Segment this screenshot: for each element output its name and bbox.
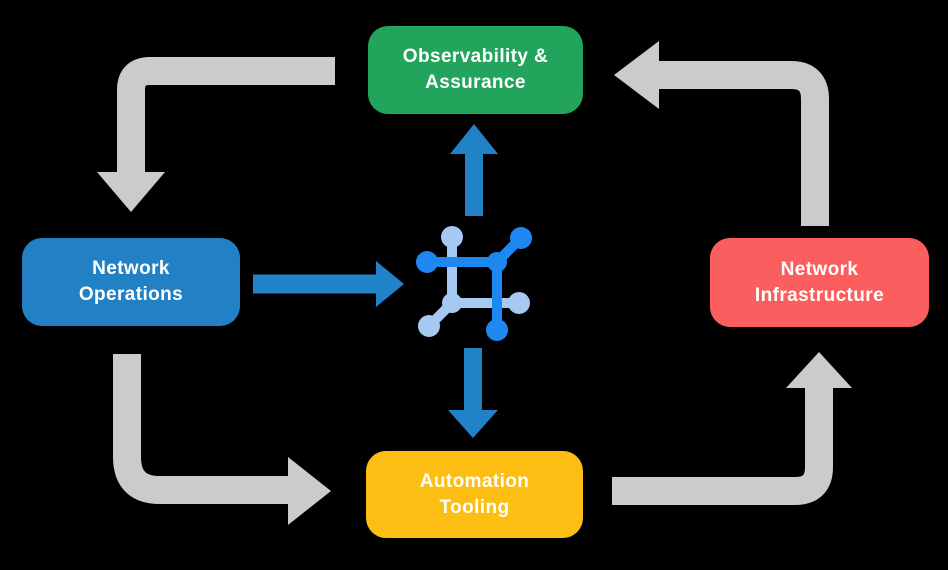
node-network-infrastructure: Network Infrastructure — [710, 238, 929, 327]
cycle-arrow-shaft — [113, 354, 288, 504]
node-label-line: Tooling — [439, 496, 510, 518]
data-arrow-center-to-observability — [450, 124, 498, 216]
node-label-line: Observability & — [402, 46, 549, 67]
cycle-arrowhead-down — [97, 172, 165, 212]
node-label-line: Automation — [419, 470, 530, 492]
cycle-arrow-shaft — [117, 57, 335, 172]
data-arrow-operations-to-center — [253, 261, 404, 307]
node-network-operations: Network Operations — [22, 238, 240, 326]
node-label-line: Assurance — [425, 72, 526, 93]
node-automation-tooling: Automation Tooling — [366, 451, 583, 538]
cycle-arrow-automation-to-infrastructure — [612, 352, 852, 505]
data-arrowhead-right — [376, 261, 404, 307]
cycle-arrow-shaft — [612, 388, 833, 505]
data-arrow-center-to-automation — [448, 348, 498, 438]
cycle-arrow-operations-to-automation — [113, 354, 331, 525]
node-observability-assurance: Observability & Assurance — [368, 26, 583, 114]
node-label-line: Operations — [78, 284, 184, 305]
cycle-arrow-shaft — [659, 61, 829, 226]
node-label-line: Network — [780, 258, 859, 280]
cycle-arrow-observability-to-operations — [97, 57, 335, 212]
network-mesh-icon — [416, 226, 532, 341]
cycle-arrowhead-up — [786, 352, 852, 388]
data-arrowhead-up — [450, 124, 498, 154]
cycle-arrow-infrastructure-to-observability — [614, 41, 829, 226]
network-mesh-icon-dark-half — [416, 227, 532, 341]
node-label-line: Infrastructure — [754, 284, 885, 306]
node-label-line: Network — [92, 258, 170, 279]
cycle-arrowhead-right — [288, 457, 331, 525]
cycle-arrowhead-left — [614, 41, 659, 109]
data-arrowhead-down — [448, 410, 498, 438]
